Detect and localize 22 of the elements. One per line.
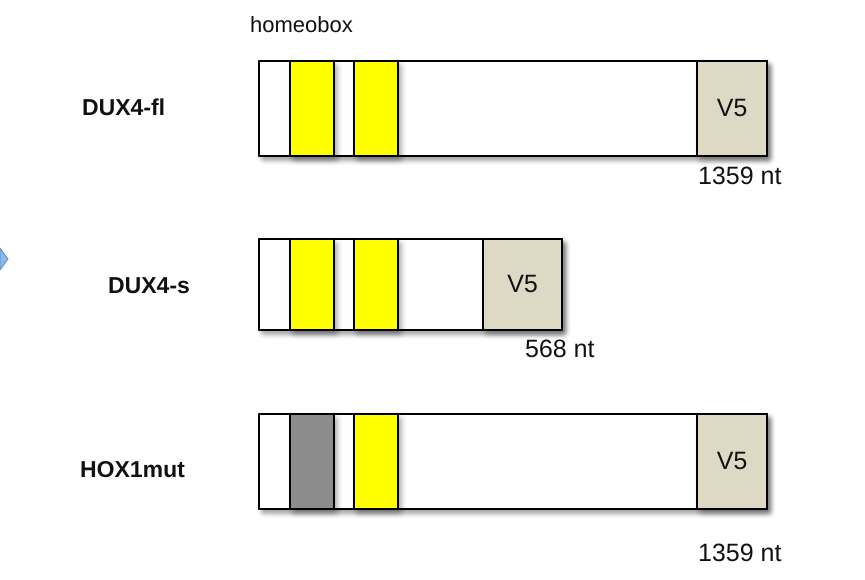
segment-label: V5: [507, 270, 538, 299]
segment-label: V5: [716, 94, 748, 123]
length-label: 568 nt: [525, 335, 595, 364]
construct-name: HOX1mut: [80, 456, 185, 483]
domain-segment: [353, 60, 399, 157]
domain-segment: [353, 413, 399, 510]
domain-segment: [289, 60, 335, 157]
segment-label: V5: [716, 447, 748, 476]
tag-segment: [696, 60, 768, 157]
tag-segment: [696, 413, 768, 510]
tag-segment: [482, 238, 563, 331]
construct-name: DUX4-fl: [82, 94, 166, 121]
domain-label: homeobox: [250, 12, 353, 38]
construct-bar: [258, 238, 563, 331]
domain-segment: [353, 238, 399, 331]
construct-bar: [258, 60, 768, 157]
length-label: 1359 nt: [698, 162, 782, 191]
length-label: 1359 nt: [698, 539, 782, 568]
construct-bar: [258, 413, 768, 510]
domain-segment: [289, 413, 335, 510]
domain-segment: [289, 238, 335, 331]
construct-name: DUX4-s: [108, 272, 190, 299]
